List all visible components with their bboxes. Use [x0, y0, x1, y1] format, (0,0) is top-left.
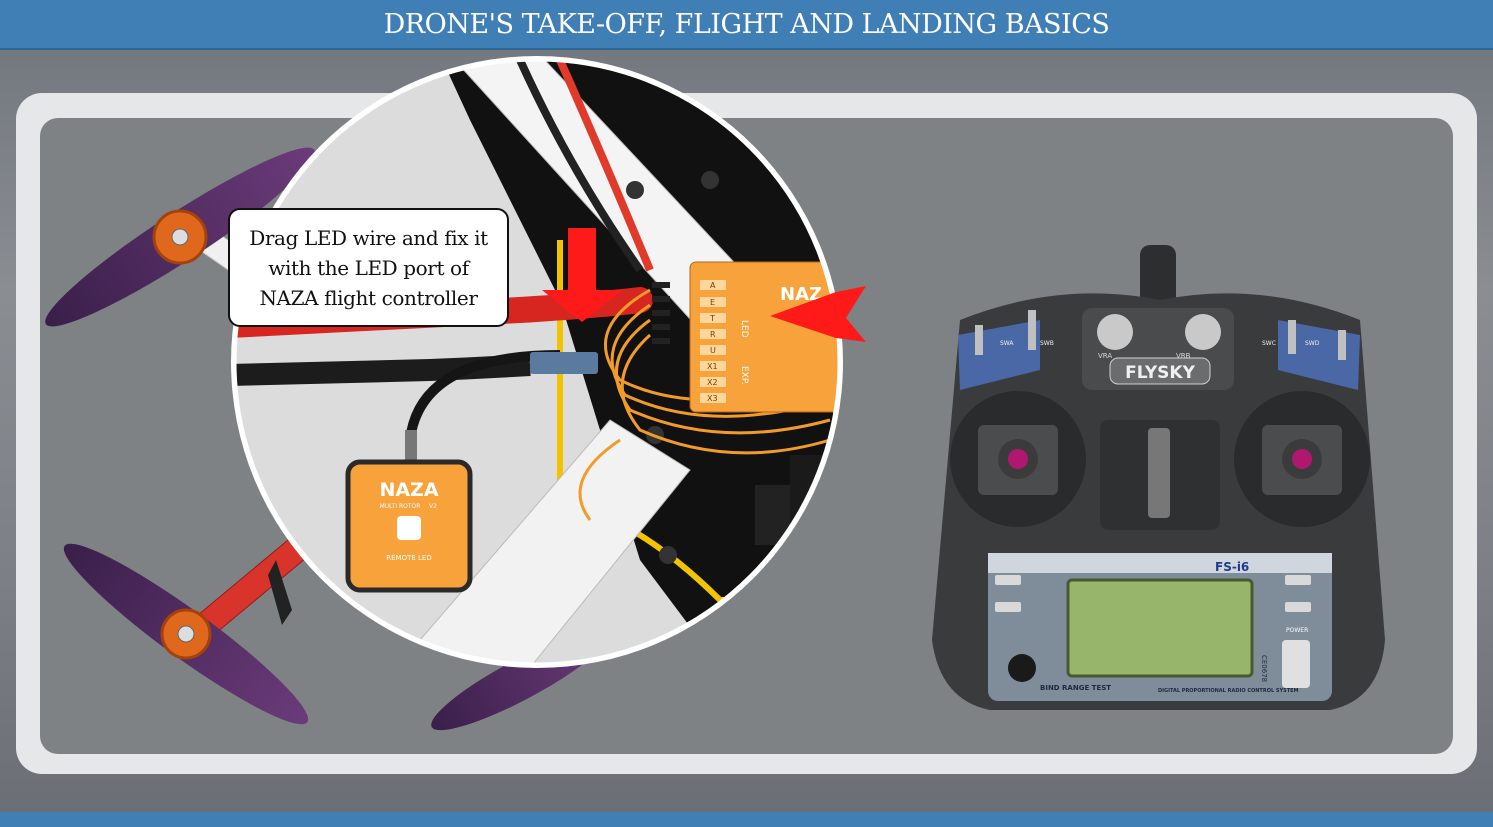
transmitter-brand: FLYSKY	[1125, 363, 1196, 383]
arrow-left-icon	[770, 286, 866, 342]
board-port-label: X3	[707, 394, 718, 403]
cert-label: CE0678	[1260, 655, 1268, 682]
propeller-bottom-left[interactable]	[51, 526, 322, 741]
switch-right2-label: SWD	[1305, 340, 1320, 347]
button-up-right[interactable]	[1285, 575, 1311, 585]
power-switch[interactable]	[1282, 640, 1310, 688]
board-port-label: T	[709, 314, 715, 323]
transmitter-model: FS-i6	[1215, 560, 1249, 574]
board-port-label: X1	[707, 362, 718, 371]
propeller-top-left[interactable]	[33, 130, 328, 345]
bind-button[interactable]	[1008, 654, 1036, 682]
flysky-transmitter[interactable]: VRA VRB FLYSKY SWA SWB SWC SWD FS-i6	[932, 245, 1385, 710]
naza-module-port-label: REMOTE LED	[386, 554, 431, 562]
board-port-label: E	[710, 298, 715, 307]
switch-left2-label: SWB	[1040, 340, 1054, 347]
arrow-down-icon	[542, 228, 622, 322]
lcd-screen	[1066, 578, 1254, 678]
page-title: DRONE'S TAKE-OFF, FLIGHT AND LANDING BAS…	[383, 8, 1110, 40]
button-down-right[interactable]	[1285, 602, 1311, 612]
button-up-left[interactable]	[995, 575, 1021, 585]
bind-label: BIND RANGE TEST	[1040, 684, 1111, 692]
board-port-label: U	[710, 346, 716, 355]
instruction-callout: Drag LED wire and fix it with the LED po…	[228, 208, 509, 327]
callout-text: Drag LED wire and fix it with the LED po…	[249, 225, 488, 310]
footer-text: DIGITAL PROPORTIONAL RADIO CONTROL SYSTE…	[1158, 688, 1299, 694]
naza-module-subtitle: MULTI ROTOR	[380, 503, 421, 510]
board-port-label: X2	[707, 378, 718, 387]
knob-left-label: VRA	[1098, 352, 1112, 360]
naza-module-version: V2	[429, 503, 437, 510]
naza-led-module[interactable]: NAZA MULTI ROTOR V2 REMOTE LED	[345, 430, 473, 593]
button-down-left[interactable]	[995, 602, 1021, 612]
switch-left-label: SWA	[1000, 340, 1014, 347]
footer-bar	[0, 812, 1493, 827]
power-label: POWER	[1286, 627, 1308, 634]
header-bar: DRONE'S TAKE-OFF, FLIGHT AND LANDING BAS…	[0, 0, 1493, 50]
right-stick[interactable]	[1234, 391, 1370, 527]
naza-module-brand: NAZA	[379, 479, 438, 501]
board-port-label: R	[710, 330, 716, 339]
board-port-label: A	[710, 281, 716, 290]
knob-right-label: VRB	[1176, 352, 1191, 360]
board-brand: NAZ	[780, 284, 822, 305]
board-exp-label: EXP.	[739, 366, 749, 385]
board-led-label: LED	[739, 320, 749, 338]
left-stick[interactable]	[950, 391, 1086, 527]
switch-right-label: SWC	[1262, 340, 1276, 347]
